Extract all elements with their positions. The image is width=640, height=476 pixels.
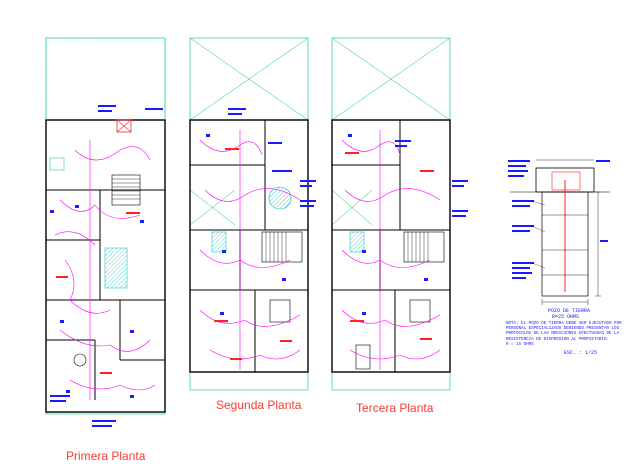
plan-segunda-planta [189, 37, 316, 391]
scale-label: ESC. : 1/25 [564, 350, 598, 356]
pit-title: POZO DE TIERRA [548, 308, 591, 314]
plan-tercera-planta [331, 37, 468, 391]
plan-title-tercera: Tercera Planta [356, 401, 434, 415]
plan-primera-planta [45, 37, 166, 427]
pit-note: NOTA: EL POZO DE TIERRA DEBE SER EJECUTA… [506, 322, 622, 347]
pit-subtitle: R=25 OHMS [552, 314, 580, 320]
grounding-pit-detail [508, 159, 610, 305]
plan-title-primera: Primera Planta [66, 449, 146, 463]
plan-title-segunda: Segunda Planta [216, 398, 302, 412]
